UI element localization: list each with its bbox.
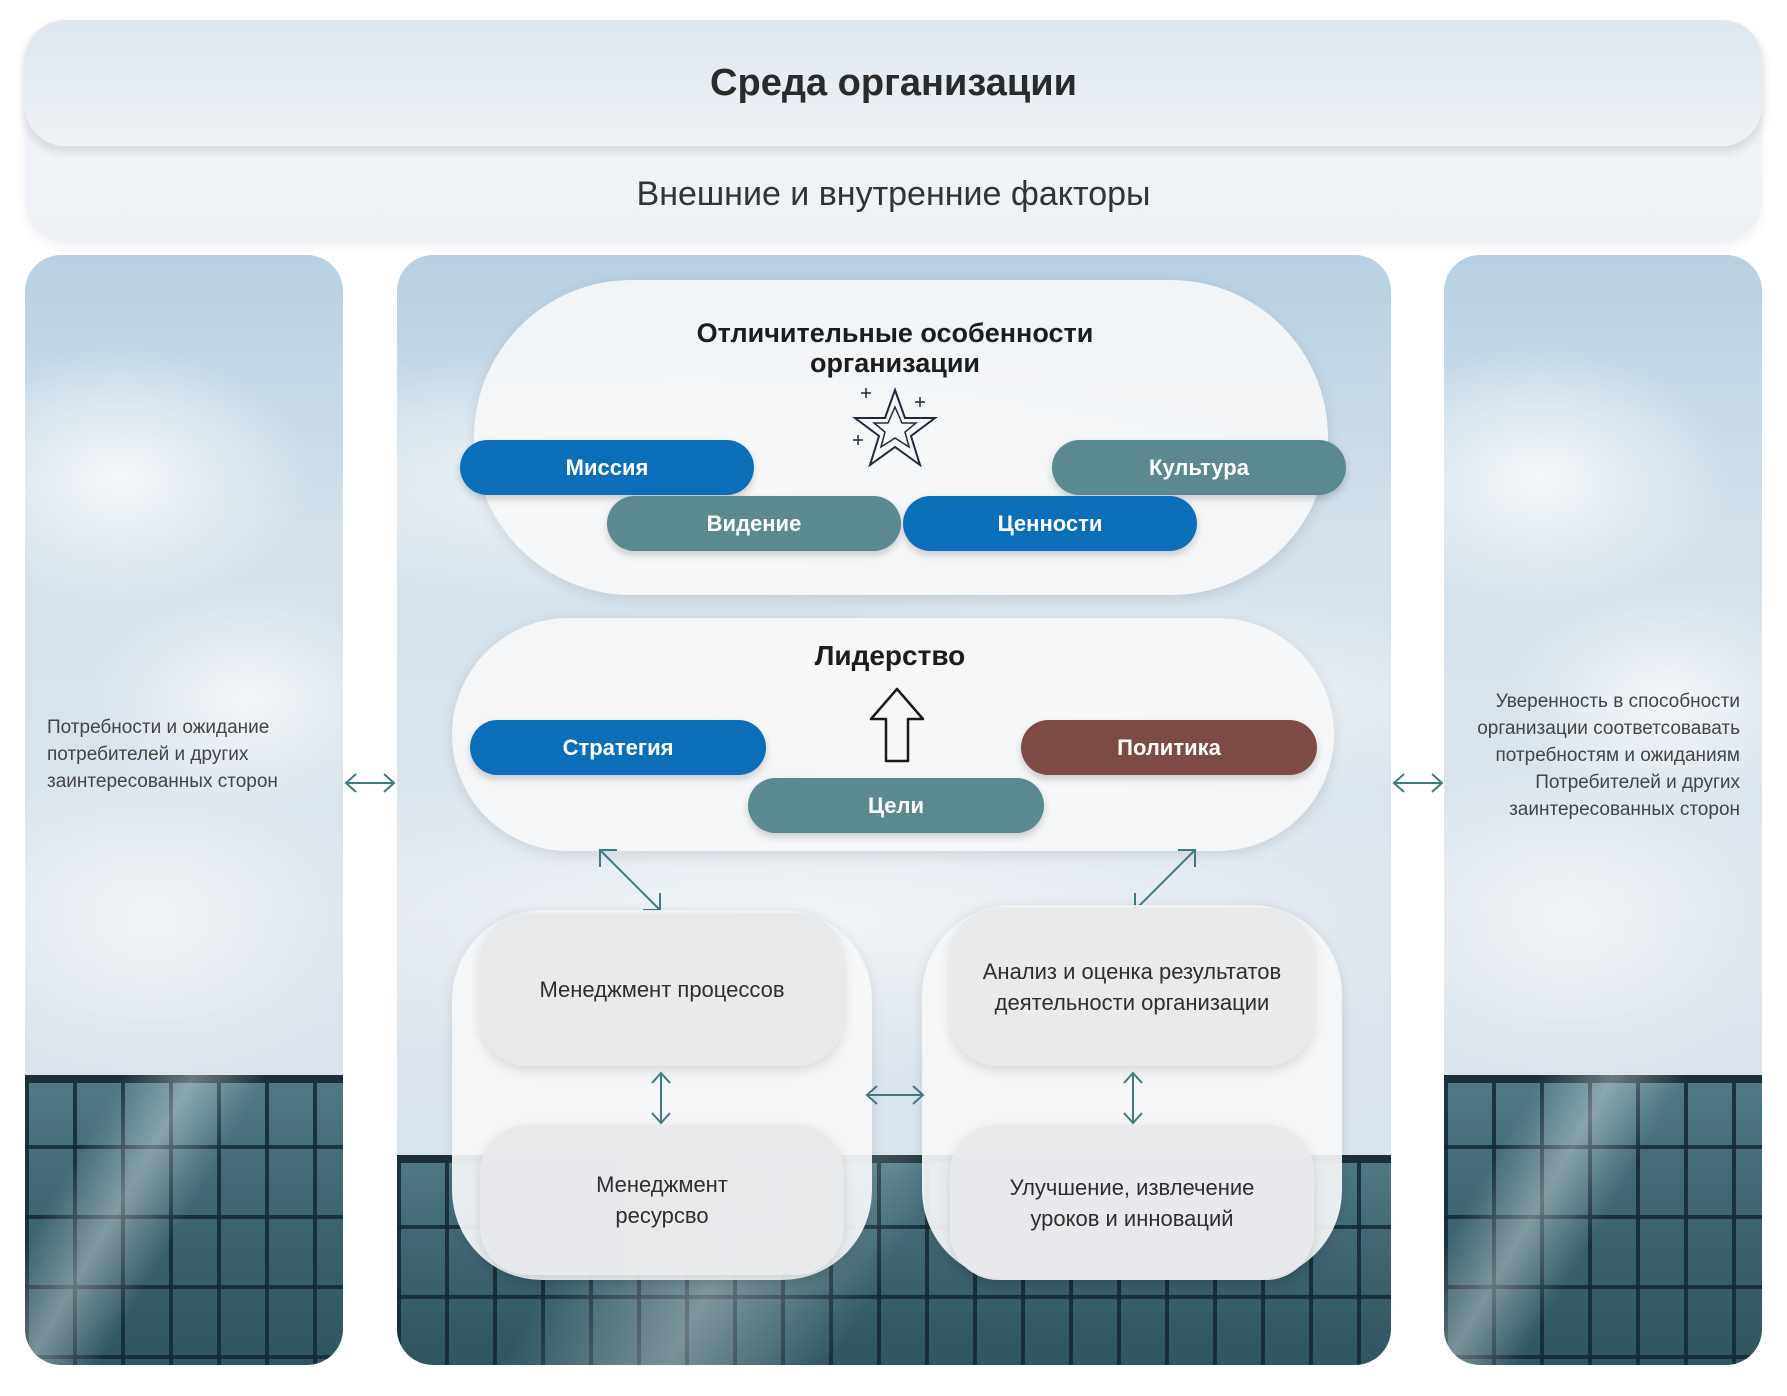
right-connector-arrow-icon — [1392, 773, 1444, 793]
process-management-card: Менеджмент процессов — [480, 913, 844, 1066]
left-connector-arrow-icon — [344, 773, 396, 793]
horizontal-arrow-center-icon — [865, 1085, 925, 1105]
improvement-label: Улучшение, извлечение уроков и инноваций — [1009, 1174, 1255, 1231]
up-arrow-icon — [869, 687, 925, 763]
values-pill: Ценности — [903, 496, 1197, 551]
environment-title-bar: Среда организации — [25, 20, 1762, 146]
process-management-label: Менеджмент процессов — [539, 977, 785, 1002]
building-image — [25, 1075, 343, 1365]
left-panel-text: Потребности и ожидание потребителей и др… — [47, 717, 278, 792]
analysis-label: Анализ и оценка результатов деятельности… — [982, 959, 1282, 1015]
features-heading: Отличительные особенности организации — [696, 318, 1094, 378]
right-panel — [1444, 255, 1762, 1365]
vertical-arrow-left-icon — [651, 1071, 671, 1125]
mission-pill: Миссия — [460, 440, 754, 495]
vertical-arrow-right-icon — [1123, 1071, 1143, 1125]
analysis-card: Анализ и оценка результатов деятельности… — [950, 908, 1314, 1066]
diagonal-arrow-left-icon — [599, 849, 661, 911]
building-image — [1444, 1075, 1762, 1365]
environment-subtitle: Внешние и внутренние факторы — [636, 174, 1151, 213]
left-panel — [25, 255, 343, 1365]
environment-title: Среда организации — [710, 61, 1077, 104]
right-panel-text: Уверенность в способности организации со… — [1477, 691, 1740, 820]
star-icon — [852, 387, 938, 468]
resource-management-label: Менеджмент ресурсво — [596, 1172, 728, 1228]
goals-pill: Цели — [748, 778, 1044, 833]
improvement-card: Улучшение, извлечение уроков и инноваций — [950, 1125, 1314, 1280]
leadership-heading: Лидерство — [814, 640, 966, 671]
strategy-pill: Стратегия — [470, 720, 766, 775]
resource-management-card: Менеджмент ресурсво — [480, 1125, 844, 1275]
vision-pill: Видение — [607, 496, 901, 551]
policy-pill: Политика — [1021, 720, 1317, 775]
culture-pill: Культура — [1052, 440, 1346, 495]
